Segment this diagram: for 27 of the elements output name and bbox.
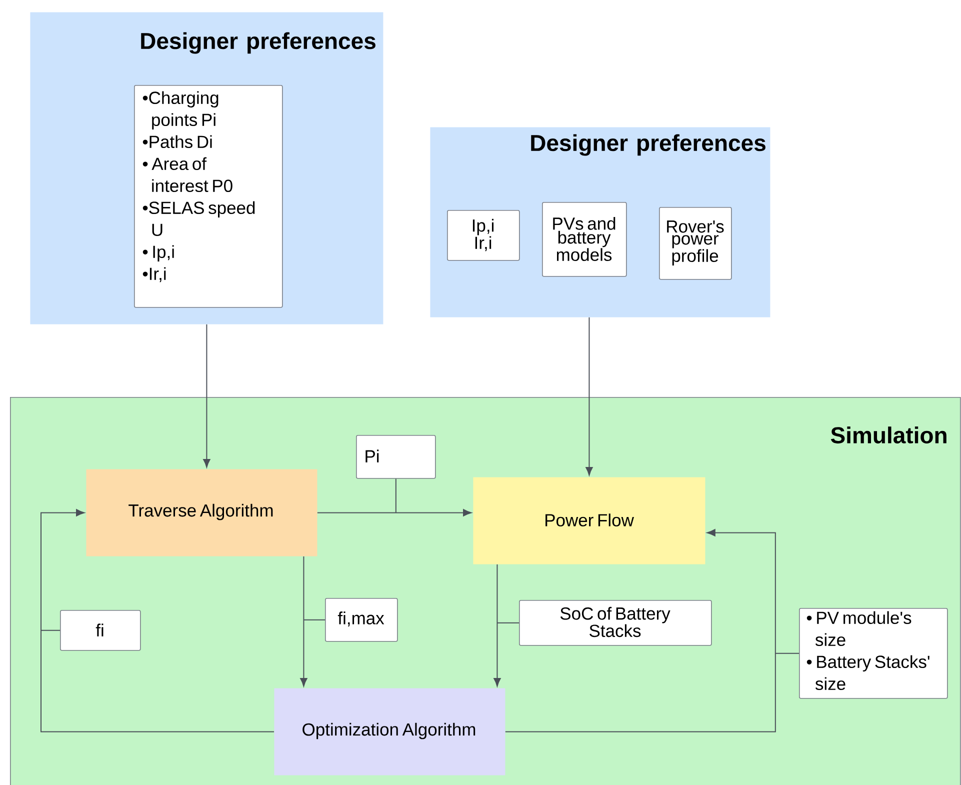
leader-line <box>774 652 800 654</box>
process-box: Optimization Algorithm <box>274 688 506 776</box>
input-box: Rover's power profile <box>659 207 732 280</box>
arrow <box>494 564 501 687</box>
leader-line <box>40 630 60 631</box>
arrow <box>40 509 274 732</box>
arrow <box>504 529 776 732</box>
arrow <box>300 556 308 687</box>
list-box: •Charging points Pi •Paths Di • Area of interest P0 •SELAS speed U • Ip,i •Ir,i <box>134 85 283 308</box>
leader-line <box>395 478 396 514</box>
panel-title: Simulation <box>830 426 946 444</box>
leader-line <box>496 622 520 624</box>
label-box: Pi <box>356 435 436 479</box>
leader-line <box>304 619 326 620</box>
panel-title: Designer preferences <box>531 134 766 156</box>
process-box: Power Flow <box>473 477 706 564</box>
arrow <box>586 316 593 476</box>
arrow <box>316 509 472 516</box>
label-box: fi,max <box>325 598 398 642</box>
arrow <box>203 324 210 468</box>
input-box: Ip,i Ir,i <box>447 210 520 261</box>
process-box: Traverse Algorithm <box>86 469 318 556</box>
panel-title: Designer preferences <box>141 32 376 54</box>
label-box: fi <box>60 610 141 651</box>
input-box: PVs and battery models <box>542 202 627 277</box>
list-box: • PV module's size • Battery Stacks' size <box>799 608 948 699</box>
label-box: SoC of Battery Stacks <box>519 600 712 646</box>
